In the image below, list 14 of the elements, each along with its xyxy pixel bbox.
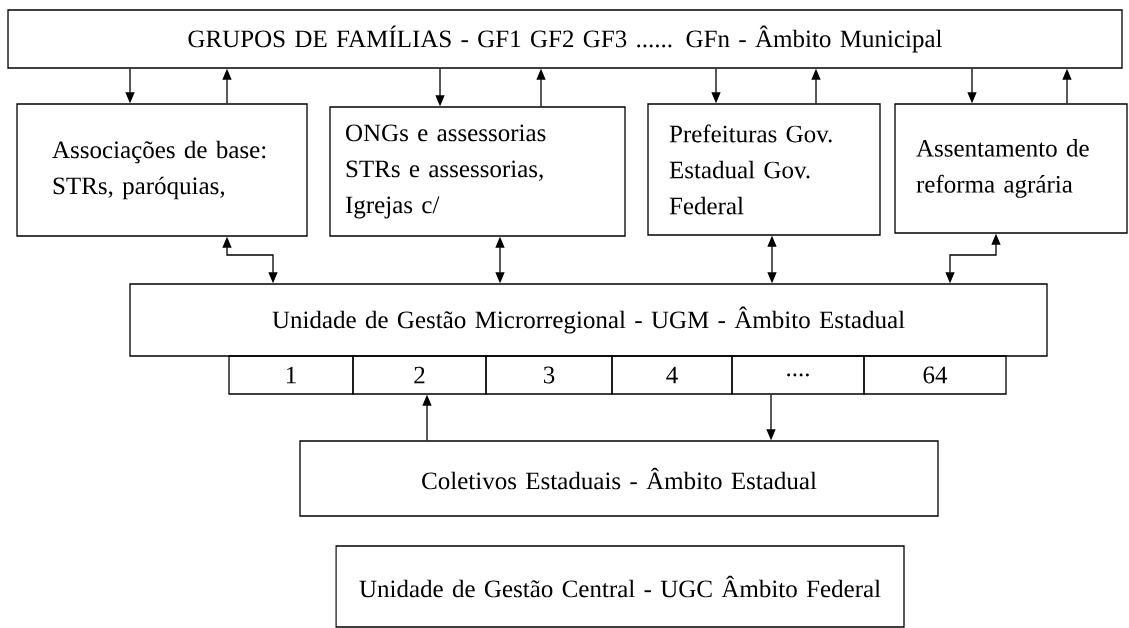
process-box: Coletivos Estaduais - Âmbito Estadual [299, 440, 939, 517]
table-cell: 2 [352, 355, 487, 395]
table-cell: .... [731, 355, 865, 395]
process-box: Associações de base: STRs, paróquias, [16, 103, 308, 237]
process-box: Prefeituras Gov. Estadual Gov. Federal [647, 103, 881, 236]
table-cell: 4 [611, 355, 733, 395]
process-box: ONGs e assessorias STRs e assessorias, Igrejas c/ [329, 106, 626, 237]
table-cell: 64 [863, 355, 1007, 395]
process-box: Assentamento de reforma agrária [894, 103, 1128, 234]
table-cell: 3 [485, 355, 613, 395]
header-box: GRUPOS DE FAMÍLIAS - GF1 GF2 GF3 ...... GFn - Âmbito Municipal [7, 9, 1123, 69]
table-cell: 1 [228, 355, 354, 395]
process-box: Unidade de Gestão Central - UGC Âmbito Federal [335, 545, 905, 628]
process-box: Unidade de Gestão Microrregional - UGM - Âmbito Estadual [129, 283, 1048, 357]
